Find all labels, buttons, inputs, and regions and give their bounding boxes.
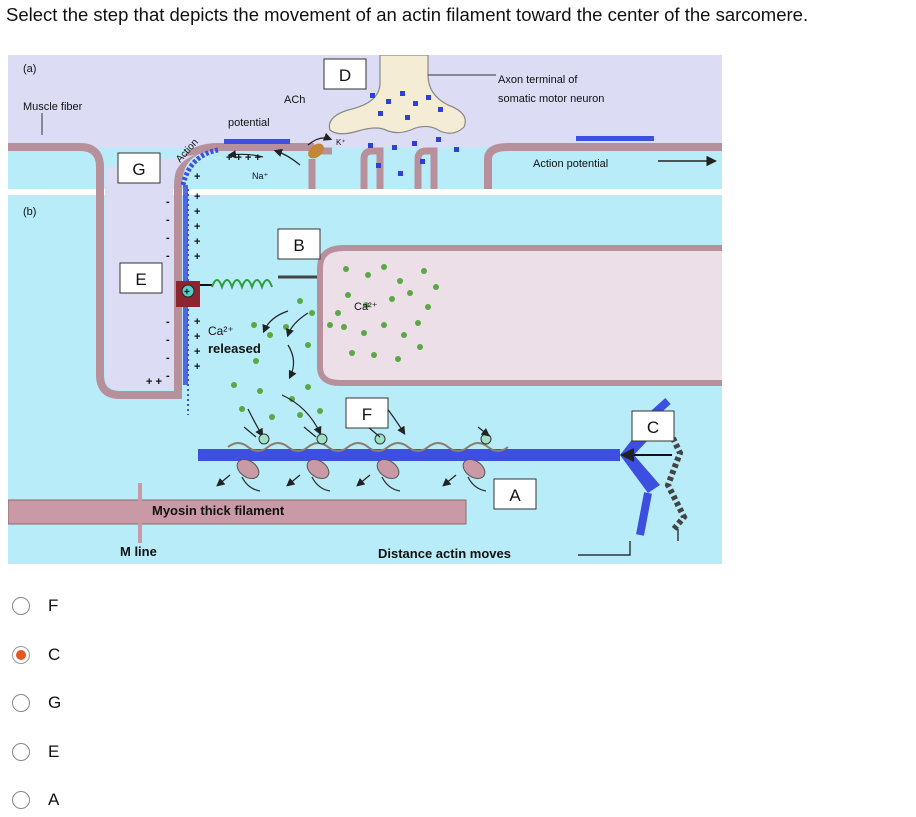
axon-terminal-label-2: somatic motor neuron xyxy=(498,93,604,105)
option-e[interactable]: E xyxy=(12,739,59,765)
svg-text:-: - xyxy=(166,334,170,346)
svg-text:+: + xyxy=(194,221,200,233)
membrane-charges: + + + + + + + + + + + + + + - - - - - - - - + + xyxy=(146,152,261,388)
potential-label: potential xyxy=(228,117,270,129)
svg-text:-: - xyxy=(166,370,170,382)
svg-text:C: C xyxy=(647,418,659,437)
label-box-b: B xyxy=(277,228,321,260)
label-box-d: D xyxy=(323,58,367,90)
actin-filament xyxy=(198,449,620,461)
svg-text:+ +: + + xyxy=(146,376,162,388)
ach-label: ACh xyxy=(284,94,305,106)
svg-text:-: - xyxy=(166,316,170,328)
svg-text:+: + xyxy=(184,287,190,298)
option-label: F xyxy=(48,596,59,615)
calcium-ions xyxy=(231,264,439,420)
ryanodine-coil xyxy=(211,279,273,290)
svg-text:-: - xyxy=(166,214,170,226)
radio-button[interactable] xyxy=(12,743,30,761)
svg-text:E: E xyxy=(135,270,146,289)
svg-text:+: + xyxy=(194,191,200,203)
svg-text:-: - xyxy=(166,232,170,244)
svg-text:+ + + +: + + + + xyxy=(226,152,261,164)
na-channel-icon xyxy=(308,143,324,159)
potential-arrow xyxy=(227,150,264,159)
panel-divider xyxy=(8,189,722,195)
z-disc-original-position xyxy=(661,417,688,531)
sarcoplasmic-reticulum xyxy=(317,245,722,386)
radio-button-selected[interactable] xyxy=(12,646,30,664)
svg-text:+: + xyxy=(194,316,200,328)
svg-text:+: + xyxy=(194,361,200,373)
junctional-fold-2 xyxy=(414,147,438,189)
svg-text:-: - xyxy=(166,250,170,262)
sarcomere-figure: + + + + + + + + + + + + + + - - - - - - - - + + + xyxy=(8,55,722,564)
panel-a-label: (a) xyxy=(23,63,36,75)
panel-b-label: (b) xyxy=(23,206,36,218)
myosin-label: Myosin thick filament xyxy=(152,503,285,518)
option-a[interactable]: A xyxy=(12,787,59,813)
radio-button[interactable] xyxy=(12,597,30,615)
svg-text:B: B xyxy=(293,236,304,255)
sr-calcium-label: Ca²⁺ xyxy=(354,301,378,313)
k-ion-label: K⁺ xyxy=(336,138,346,147)
muscle-fiber-label: Muscle fiber xyxy=(23,101,83,113)
option-label: E xyxy=(48,742,60,761)
label-box-a: A xyxy=(493,478,537,510)
option-label: A xyxy=(48,790,60,809)
receptor-plus-icon xyxy=(181,284,195,298)
svg-text:+: + xyxy=(194,236,200,248)
distance-bracket xyxy=(578,529,679,556)
ca-released-label-1: Ca²⁺ xyxy=(208,324,234,338)
myosin-thick-filament xyxy=(8,499,467,525)
junctional-fold-1 xyxy=(360,147,384,189)
axon-terminal-label-1: Axon terminal of xyxy=(498,74,578,86)
action-potential-stripe-left xyxy=(224,139,290,144)
label-box-f: F xyxy=(345,397,389,429)
svg-text:F: F xyxy=(362,405,372,424)
svg-text:+: + xyxy=(194,206,200,218)
na-ion-label: Na⁺ xyxy=(252,171,269,181)
sarcolemma-right xyxy=(484,143,722,189)
action-potential-stripe-right xyxy=(576,136,654,141)
svg-text:+: + xyxy=(194,251,200,263)
svg-text:-: - xyxy=(166,352,170,364)
svg-text:-: - xyxy=(166,196,170,208)
label-box-e: E xyxy=(119,262,163,294)
option-c[interactable]: C xyxy=(12,642,60,668)
diagram-svg: + + + + + + + + + + + + + + - - - - - - - - + + + xyxy=(8,55,722,564)
option-label: C xyxy=(48,645,61,664)
radio-button[interactable] xyxy=(12,694,30,712)
m-line-label: M line xyxy=(120,544,157,559)
action-potential-curve xyxy=(180,147,219,186)
radio-selected-dot xyxy=(16,650,26,660)
m-line-bar xyxy=(138,483,142,543)
k-arrow xyxy=(307,132,333,146)
troponin-arrows xyxy=(243,426,488,437)
tropomyosin xyxy=(227,442,509,452)
na-arrow xyxy=(273,148,301,166)
radio-button[interactable] xyxy=(12,791,30,809)
action-potential-label: Action potential xyxy=(533,158,608,170)
label-box-c: C xyxy=(631,410,675,442)
svg-text:D: D xyxy=(339,66,351,85)
svg-text:+: + xyxy=(194,331,200,343)
sarcolemma-t-tubule xyxy=(8,143,314,399)
svg-text:+: + xyxy=(194,346,200,358)
option-g[interactable]: G xyxy=(12,690,61,716)
myosin-heads xyxy=(236,433,492,492)
distance-label: Distance actin moves xyxy=(378,546,511,561)
ach-molecules xyxy=(368,91,459,176)
ca-released-label-2: released xyxy=(208,341,261,356)
question-text: Select the step that depicts the movemen… xyxy=(6,4,809,25)
label-box-g: G xyxy=(117,152,161,184)
svg-text:A: A xyxy=(509,486,521,505)
option-f[interactable]: F xyxy=(12,593,58,619)
svg-text:+: + xyxy=(194,171,200,183)
power-stroke-arrows xyxy=(216,474,457,487)
option-label: G xyxy=(48,693,62,712)
svg-text:G: G xyxy=(132,160,145,179)
axon-terminal xyxy=(328,55,466,135)
